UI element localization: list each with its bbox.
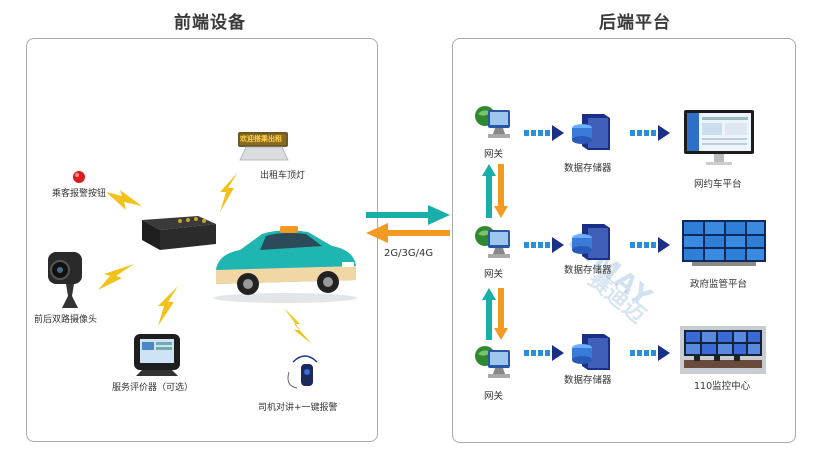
camera-label: 前后双路摄像头	[34, 315, 98, 325]
lightning-icon	[220, 172, 238, 212]
storage-icon	[572, 114, 610, 150]
data-flow-arrow	[630, 237, 670, 253]
gateway-icon	[475, 226, 510, 258]
gateway-label: 网关	[484, 269, 504, 280]
gateway-label: 网关	[484, 391, 504, 402]
storage-label: 数据存储器	[564, 375, 612, 386]
platform-label: 政府监管平台	[690, 279, 748, 290]
intercom-icon	[287, 355, 318, 389]
back-heading: 后端平台	[599, 13, 671, 33]
control-room-icon	[680, 326, 766, 374]
network-label: 2G/3G/4G	[384, 248, 434, 259]
intercom-label: 司机对讲+一键报警	[258, 403, 338, 413]
panic-button-label: 乘客报警按钮	[52, 189, 107, 199]
taxi-roof-light-icon	[238, 132, 289, 161]
data-flow-arrow	[524, 237, 564, 253]
taxi-roof-light-label: 出租车顶灯	[260, 171, 306, 181]
panic-button-icon	[73, 171, 85, 183]
data-flow-arrow	[630, 345, 670, 361]
uplink-arrow	[366, 205, 450, 225]
vertical-up-arrow	[482, 288, 496, 340]
data-flow-arrow	[524, 125, 564, 141]
gateway-icon	[475, 106, 510, 138]
data-flow-arrow	[630, 125, 670, 141]
camera-icon	[48, 252, 82, 308]
front-heading: 前端设备	[174, 13, 246, 33]
vertical-down-arrow	[494, 164, 508, 218]
storage-label: 数据存储器	[564, 265, 612, 276]
evaluator-label: 服务评价器（可选）	[112, 383, 194, 393]
downlink-arrow	[366, 223, 450, 243]
storage-label: 数据存储器	[564, 163, 612, 174]
gateway-icon	[475, 346, 510, 378]
lightning-icon	[98, 264, 134, 290]
vertical-down-arrow	[494, 288, 508, 340]
mdvr-device-icon	[142, 216, 216, 250]
taxi-car-icon	[213, 226, 357, 303]
vertical-up-arrow	[482, 164, 496, 218]
platform-label: 110监控中心	[694, 381, 751, 392]
evaluator-icon	[134, 334, 180, 376]
lightning-icon	[106, 190, 142, 210]
lightning-icon	[284, 308, 312, 344]
gateway-label: 网关	[484, 149, 504, 160]
storage-icon	[572, 334, 610, 370]
storage-icon	[572, 224, 610, 260]
data-flow-arrow	[524, 345, 564, 361]
video-wall-icon	[682, 220, 766, 266]
monitor-icon	[684, 110, 754, 165]
roof-sign-text: 欢迎搭乘出租	[240, 135, 282, 143]
lightning-icon	[158, 286, 178, 326]
platform-label: 网约车平台	[694, 179, 742, 190]
